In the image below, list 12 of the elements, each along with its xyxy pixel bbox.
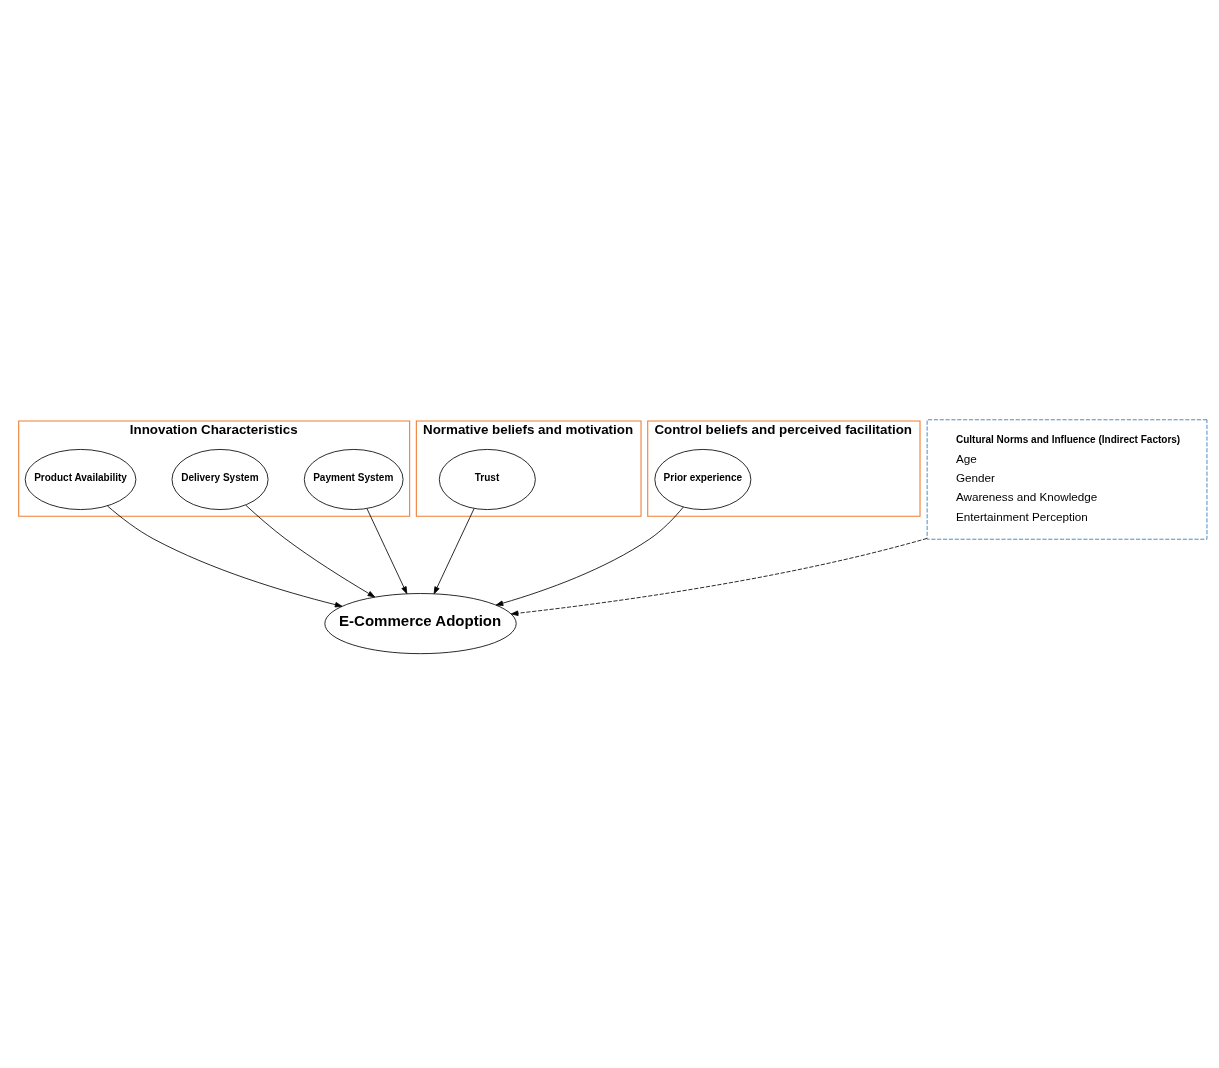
node-ellipse: Trust xyxy=(438,449,536,510)
node-ellipse: Delivery System xyxy=(171,449,269,510)
arrow xyxy=(366,508,408,594)
arrow xyxy=(107,505,343,608)
node-ellipse: Payment System xyxy=(303,449,404,510)
arrow xyxy=(510,538,928,616)
node-box: Cultural Norms and Influence (Indirect Factors) Age Gender Awareness and Knowledge Entertainment Perception xyxy=(926,419,1208,540)
node-ellipse: Prior experience xyxy=(654,449,752,510)
arrow xyxy=(495,506,684,606)
arrow xyxy=(245,504,376,598)
node-ellipse: Product Availability xyxy=(24,449,137,510)
arrow xyxy=(433,508,475,595)
